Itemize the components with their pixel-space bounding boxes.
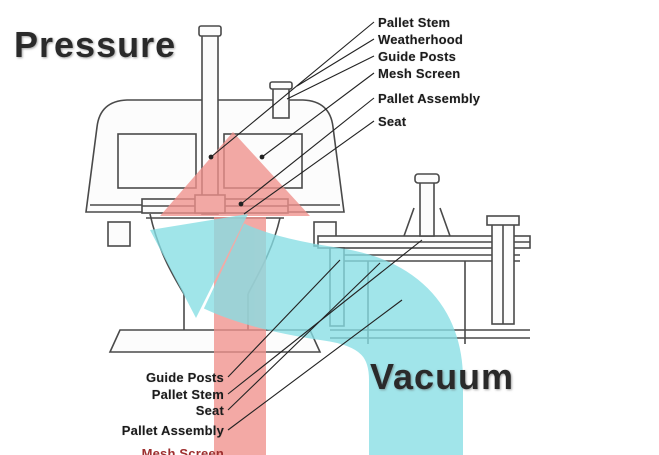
label-pallet-stem: Pallet Stem	[378, 15, 451, 30]
guide-post-cap	[269, 81, 293, 90]
stem-bracket	[403, 207, 451, 237]
leader-bottom-seat	[227, 262, 381, 411]
pressure-arrow-head	[160, 132, 310, 216]
leader-dot-mesh	[259, 154, 265, 160]
label-mesh-screen: Mesh Screen	[378, 66, 461, 81]
label-bottom-guide-posts: Guide Posts	[145, 370, 224, 385]
label-guide-posts: Guide Posts	[378, 49, 457, 64]
vacuum-flow-arrow	[150, 214, 463, 455]
leader-dot-assembly	[238, 201, 244, 207]
leader-seat	[243, 120, 375, 215]
vacuum-pallet-stem	[419, 181, 435, 237]
vacuum-stem-cap	[414, 173, 440, 184]
leader-guide-posts	[286, 55, 375, 100]
leader-pallet-stem	[210, 21, 375, 158]
mesh-screen-left	[117, 133, 197, 189]
vacuum-label: Vacuum	[370, 356, 515, 397]
leader-bottom-pallet-assembly	[227, 299, 403, 431]
right-pallet-cap	[486, 215, 520, 226]
leader-dot-stem	[208, 154, 214, 160]
leader-bottom-guide-posts	[227, 259, 341, 378]
vacuum-arrow-shaft	[203, 223, 463, 455]
leader-mesh-screen	[261, 72, 375, 158]
pallet-stem-cap	[198, 25, 222, 37]
pressure-label: Pressure	[14, 24, 177, 65]
vacuum-arrow-head	[150, 214, 248, 318]
leader-weatherhood	[296, 38, 375, 87]
leader-bottom-pallet-stem	[227, 239, 423, 395]
label-bottom-seat: Seat	[195, 403, 224, 418]
leader-lines	[208, 21, 423, 431]
label-bottom-pallet-assembly: Pallet Assembly	[121, 423, 224, 438]
label-weatherhood: Weatherhood	[378, 32, 464, 47]
left-bracket	[107, 221, 131, 247]
label-pallet-assembly: Pallet Assembly	[378, 91, 481, 106]
label-seat: Seat	[378, 114, 407, 129]
leader-pallet-assembly	[240, 97, 375, 205]
label-bottom-partial: Mesh Screen	[141, 446, 224, 455]
label-bottom-pallet-stem: Pallet Stem	[151, 387, 224, 402]
